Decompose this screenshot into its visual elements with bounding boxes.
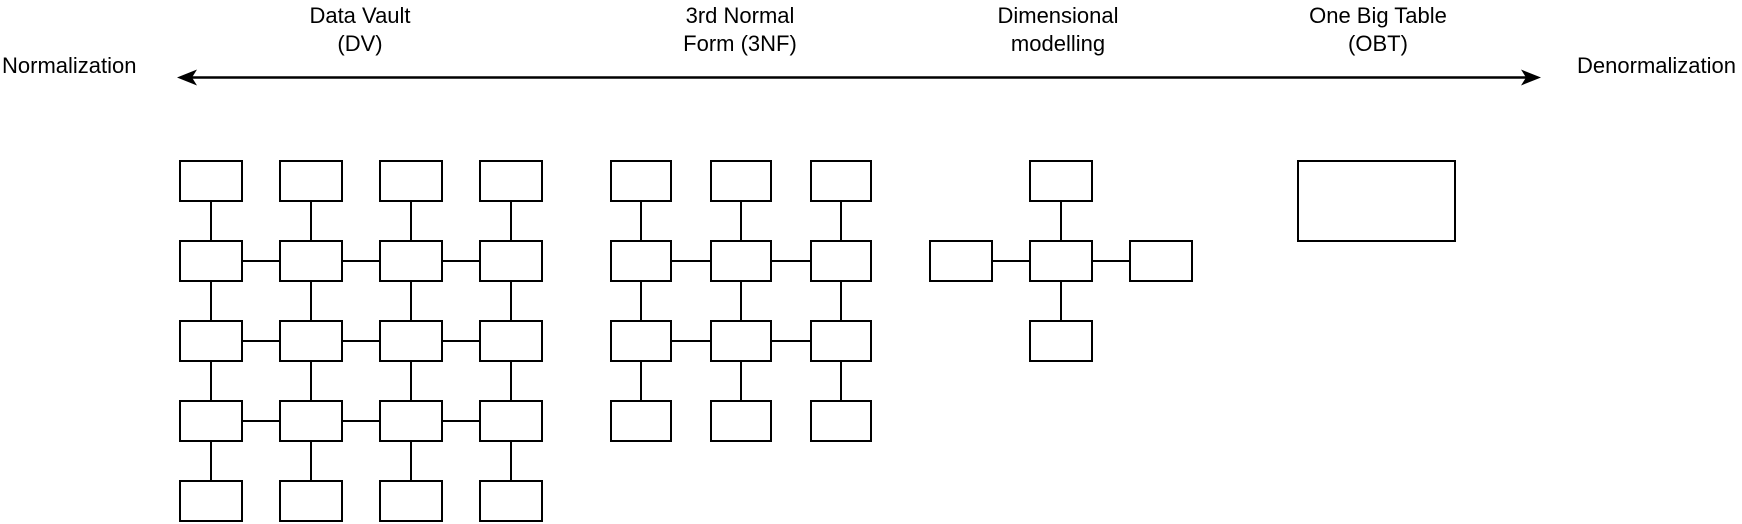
dimensional-label-line1: Dimensional — [997, 3, 1119, 28]
3nf-label: 3rd Normal Form (3NF) — [683, 2, 797, 58]
table-box — [279, 480, 343, 522]
table-box — [1029, 320, 1093, 362]
normalization-label: Normalization — [2, 53, 137, 78]
table-box — [929, 240, 993, 282]
denormalization-label: Denormalization — [1577, 53, 1736, 78]
normalization-axis-arrow — [177, 69, 1541, 86]
table-box — [379, 240, 443, 282]
obt-label-line1: One Big Table — [1309, 3, 1447, 28]
obt-label-line2: (OBT) — [1348, 31, 1408, 56]
dimensional-label: Dimensional modelling — [997, 2, 1118, 58]
table-box — [710, 240, 772, 282]
dimensional-label-line2: modelling — [1010, 31, 1106, 56]
one-big-table — [1297, 160, 1456, 242]
table-box — [179, 400, 243, 442]
table-box — [379, 400, 443, 442]
table-box — [279, 320, 343, 362]
table-box — [279, 400, 343, 442]
table-box — [179, 320, 243, 362]
table-box — [1297, 160, 1456, 242]
table-box — [1129, 240, 1193, 282]
table-box — [710, 320, 772, 362]
table-box — [479, 400, 543, 442]
table-box — [610, 240, 672, 282]
table-box — [379, 480, 443, 522]
table-box — [810, 320, 872, 362]
table-box — [179, 160, 243, 202]
table-box — [610, 160, 672, 202]
table-box — [479, 240, 543, 282]
table-box — [179, 240, 243, 282]
table-box — [610, 400, 672, 442]
table-box — [279, 160, 343, 202]
table-box — [1029, 240, 1093, 282]
table-box — [279, 240, 343, 282]
table-box — [710, 400, 772, 442]
table-box — [479, 320, 543, 362]
table-box — [710, 160, 772, 202]
obt-label: One Big Table (OBT) — [1309, 2, 1447, 58]
data-vault-label: Data Vault (DV) — [309, 2, 410, 58]
table-box — [810, 400, 872, 442]
table-box — [1029, 160, 1093, 202]
3nf-schema — [610, 160, 872, 442]
table-box — [810, 240, 872, 282]
data-vault-schema — [179, 160, 543, 522]
table-box — [479, 480, 543, 522]
dimensional-star-schema — [929, 160, 1193, 362]
table-box — [810, 160, 872, 202]
3nf-label-line1: 3rd Normal — [685, 3, 795, 28]
data-vault-label-line2: (DV) — [337, 31, 383, 56]
table-box — [610, 320, 672, 362]
3nf-label-line2: Form (3NF) — [683, 31, 797, 56]
table-box — [479, 160, 543, 202]
right-arrowhead-icon — [1521, 69, 1541, 86]
table-box — [379, 160, 443, 202]
table-box — [179, 480, 243, 522]
data-vault-label-line1: Data Vault — [309, 3, 411, 28]
table-box — [379, 320, 443, 362]
left-arrowhead-icon — [177, 69, 197, 86]
